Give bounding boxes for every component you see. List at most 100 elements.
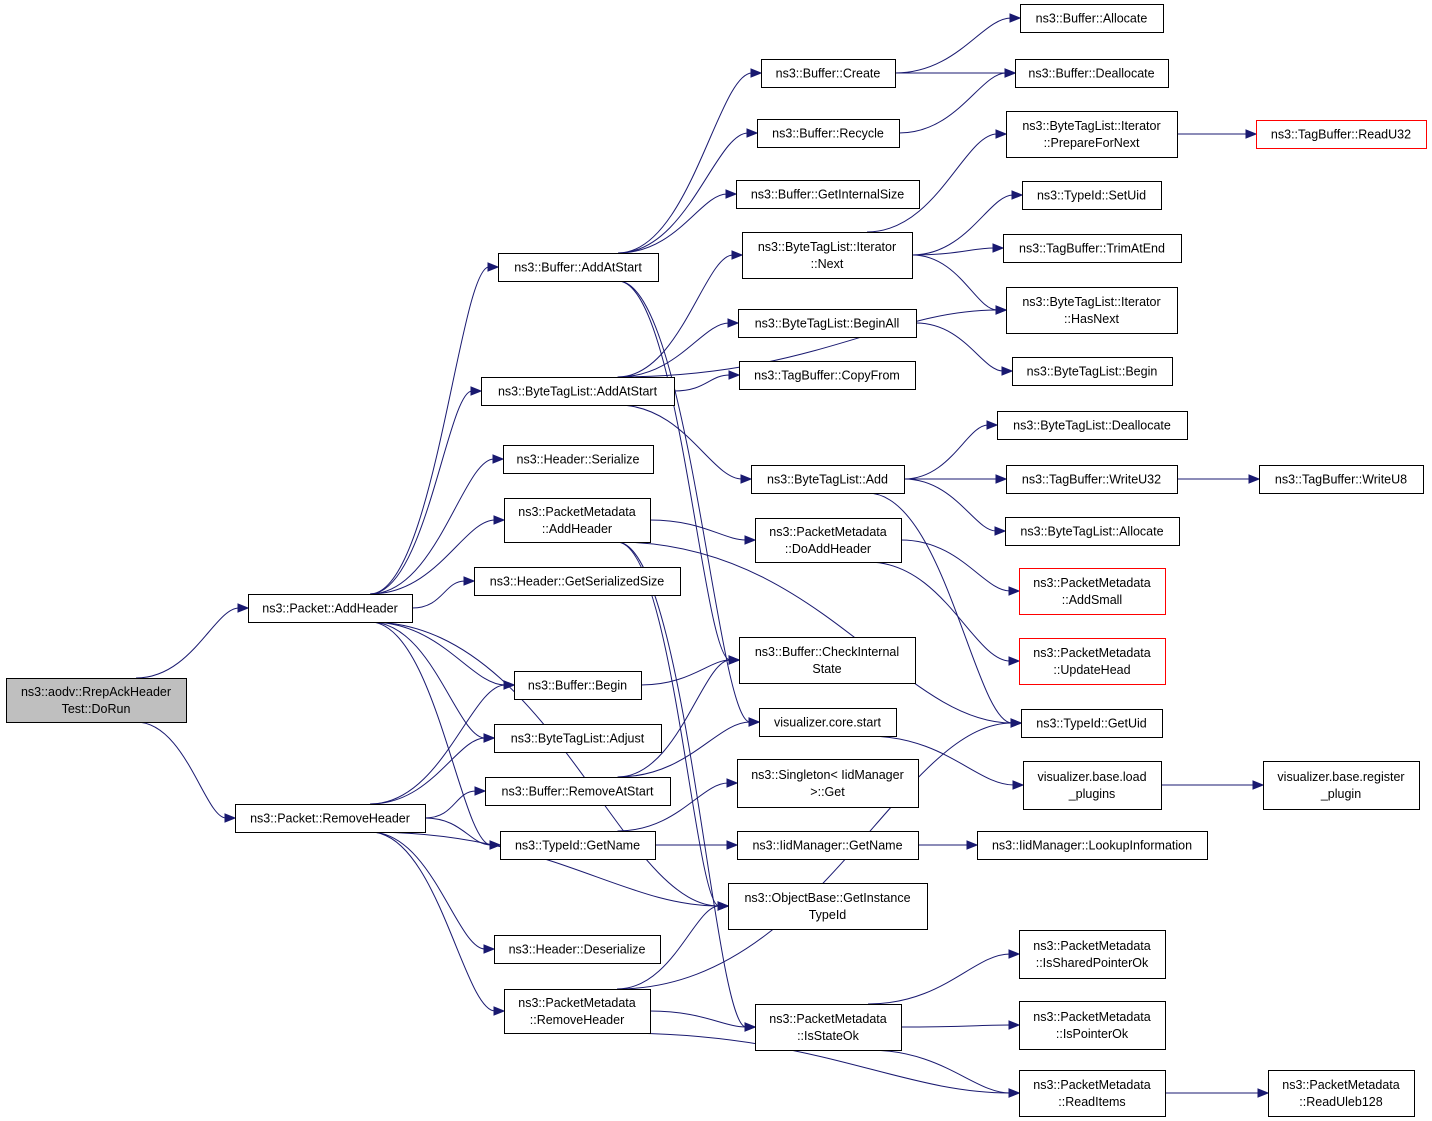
node-vis-base-register[interactable]: visualizer.base.register_plugin — [1263, 761, 1420, 810]
node-vis-base-load[interactable]: visualizer.base.load_plugins — [1023, 761, 1162, 810]
node-box — [1268, 1070, 1415, 1117]
edge-root-to-pkt_removeheader — [135, 721, 237, 823]
edge-buf_addatstart-to-buf_getinternalsize — [617, 189, 738, 254]
node-label-line: ns3::TagBuffer::WriteU8 — [1275, 473, 1407, 487]
edge-btl_add-to-tb_writeu32 — [903, 474, 1008, 484]
node-box — [761, 59, 896, 88]
node-pm-updatehead[interactable]: ns3::PacketMetadata::UpdateHead — [1019, 638, 1166, 685]
node-box — [755, 518, 902, 563]
node-pm-addsmall[interactable]: ns3::PacketMetadata::AddSmall — [1019, 568, 1166, 615]
node-pm-readitems[interactable]: ns3::PacketMetadata::ReadItems — [1019, 1070, 1166, 1117]
edge-pm_doaddheader-to-pm_updatehead — [867, 561, 1021, 666]
node-label-line: ::AddSmall — [1062, 593, 1122, 607]
node-pm-ispointerok[interactable]: ns3::PacketMetadata::IsPointerOk — [1019, 1001, 1166, 1050]
node-box — [1003, 234, 1182, 263]
node-btl-it-hasnext[interactable]: ns3::ByteTagList::Iterator::HasNext — [1006, 287, 1178, 334]
edge-pm_isstateok-to-pm_readitems — [867, 1049, 1021, 1098]
node-tb-readu32[interactable]: ns3::TagBuffer::ReadU32 — [1256, 120, 1427, 149]
node-pm-readuleb128[interactable]: ns3::PacketMetadata::ReadUleb128 — [1268, 1070, 1415, 1117]
node-buf-create[interactable]: ns3::Buffer::Create — [761, 59, 896, 88]
node-label-line: ns3::ByteTagList::BeginAll — [755, 317, 900, 331]
node-label-line: ::DoAddHeader — [785, 542, 871, 556]
node-label-line: ns3::Buffer::RemoveAtStart — [502, 785, 654, 799]
node-buf-deallocate[interactable]: ns3::Buffer::Deallocate — [1015, 59, 1169, 88]
node-pm-isstateok[interactable]: ns3::PacketMetadata::IsStateOk — [755, 1004, 902, 1051]
node-typeid-getname[interactable]: ns3::TypeId::GetName — [500, 831, 656, 860]
node-iid-getname[interactable]: ns3::IidManager::GetName — [737, 831, 919, 860]
node-tb-trimatend[interactable]: ns3::TagBuffer::TrimAtEnd — [1003, 234, 1182, 263]
node-btl-it-next[interactable]: ns3::ByteTagList::Iterator::Next — [742, 232, 913, 279]
node-buf-recycle[interactable]: ns3::Buffer::Recycle — [757, 119, 900, 148]
node-buf-addatstart[interactable]: ns3::Buffer::AddAtStart — [498, 253, 659, 282]
node-label-line: ::ReadItems — [1058, 1095, 1125, 1109]
edge-buf_removeatstart-to-buf_checkinternal — [617, 655, 741, 778]
edge-pkt_removeheader-to-buf_begin — [369, 680, 516, 805]
node-label-line: ::RemoveHeader — [530, 1013, 625, 1027]
node-label-line: ns3::Packet::RemoveHeader — [250, 812, 410, 826]
node-label-line: ns3::ByteTagList::Iterator — [1022, 295, 1160, 309]
node-box — [514, 671, 642, 700]
node-btl-add[interactable]: ns3::ByteTagList::Add — [751, 465, 905, 494]
node-label-line: ::IsSharedPointerOk — [1036, 956, 1149, 970]
edge-typeid_getname-to-iid_getname — [654, 840, 739, 850]
node-box — [1263, 761, 1420, 810]
node-box — [1006, 465, 1178, 494]
node-label-line: ns3::Buffer::GetInternalSize — [751, 188, 904, 202]
node-buf-allocate[interactable]: ns3::Buffer::Allocate — [1020, 4, 1164, 33]
node-singleton-get[interactable]: ns3::Singleton< IidManager>::Get — [737, 759, 919, 808]
node-btl-it-preparefornext[interactable]: ns3::ByteTagList::Iterator::PrepareForNe… — [1006, 111, 1178, 158]
node-btl-deallocate[interactable]: ns3::ByteTagList::Deallocate — [997, 411, 1188, 440]
node-hdr-serialize[interactable]: ns3::Header::Serialize — [503, 445, 654, 474]
node-btl-allocate[interactable]: ns3::ByteTagList::Allocate — [1005, 517, 1180, 546]
edge-btl_it_next-to-tb_trimatend — [911, 243, 1005, 256]
node-box — [1006, 111, 1178, 158]
node-btl-begin[interactable]: ns3::ByteTagList::Begin — [1012, 357, 1173, 386]
node-box — [759, 708, 897, 737]
edge-btl_it_next-to-btl_it_hasnext — [911, 254, 1008, 315]
node-label-line: Test::DoRun — [62, 702, 131, 716]
node-pkt-addheader[interactable]: ns3::Packet::AddHeader — [248, 594, 413, 623]
node-hdr-getsersize[interactable]: ns3::Header::GetSerializedSize — [474, 567, 681, 596]
node-label-line: visualizer.base.register — [1277, 770, 1404, 784]
node-label-line: ::ReadUleb128 — [1299, 1095, 1382, 1109]
node-label-line: ns3::Header::GetSerializedSize — [490, 575, 664, 589]
node-typeid-getuid[interactable]: ns3::TypeId::GetUid — [1021, 709, 1163, 738]
node-box — [751, 465, 905, 494]
node-pm-addheader[interactable]: ns3::PacketMetadata::AddHeader — [504, 498, 651, 543]
node-vis-core-start[interactable]: visualizer.core.start — [759, 708, 897, 737]
node-buf-begin[interactable]: ns3::Buffer::Begin — [514, 671, 642, 700]
node-tb-writeu32[interactable]: ns3::TagBuffer::WriteU32 — [1006, 465, 1178, 494]
node-tb-copyfrom[interactable]: ns3::TagBuffer::CopyFrom — [739, 361, 916, 390]
edge-pkt_addheader-to-hdr_serialize — [369, 454, 505, 595]
node-tb-writeu8[interactable]: ns3::TagBuffer::WriteU8 — [1259, 465, 1424, 494]
node-box — [494, 935, 661, 964]
edge-buf_begin-to-buf_checkinternal — [640, 655, 741, 686]
node-buf-removeatstart[interactable]: ns3::Buffer::RemoveAtStart — [485, 777, 671, 806]
node-iid-lookupinfo[interactable]: ns3::IidManager::LookupInformation — [977, 831, 1208, 860]
node-label-line: ns3::PacketMetadata — [1033, 646, 1150, 660]
node-pm-removeheader[interactable]: ns3::PacketMetadata::RemoveHeader — [504, 989, 651, 1034]
node-label-line: ns3::IidManager::GetName — [752, 839, 902, 853]
node-pm-issharedptrok[interactable]: ns3::PacketMetadata::IsSharedPointerOk — [1019, 930, 1166, 979]
node-label-line: ns3::ByteTagList::AddAtStart — [498, 385, 658, 399]
edge-pkt_addheader-to-btl_addatstart — [369, 386, 483, 595]
node-label-line: ns3::PacketMetadata — [769, 1012, 886, 1026]
node-label-line: ::PrepareForNext — [1044, 136, 1140, 150]
node-btl-addatstart[interactable]: ns3::ByteTagList::AddAtStart — [481, 377, 675, 406]
node-btl-beginall[interactable]: ns3::ByteTagList::BeginAll — [738, 309, 917, 338]
node-typeid-setuid[interactable]: ns3::TypeId::SetUid — [1022, 181, 1162, 210]
node-label-line: ns3::Singleton< IidManager — [751, 768, 904, 782]
node-label-line: _plugins — [1068, 787, 1116, 801]
node-hdr-deserialize[interactable]: ns3::Header::Deserialize — [494, 935, 661, 964]
node-buf-getinternalsize[interactable]: ns3::Buffer::GetInternalSize — [736, 180, 920, 209]
node-label-line: visualizer.core.start — [774, 716, 882, 730]
node-box — [757, 119, 900, 148]
node-btl-adjust[interactable]: ns3::ByteTagList::Adjust — [494, 724, 662, 753]
node-label-line: ns3::ByteTagList::Add — [767, 473, 888, 487]
node-pkt-removeheader[interactable]: ns3::Packet::RemoveHeader — [235, 804, 426, 833]
node-pm-doaddheader[interactable]: ns3::PacketMetadata::DoAddHeader — [755, 518, 902, 563]
